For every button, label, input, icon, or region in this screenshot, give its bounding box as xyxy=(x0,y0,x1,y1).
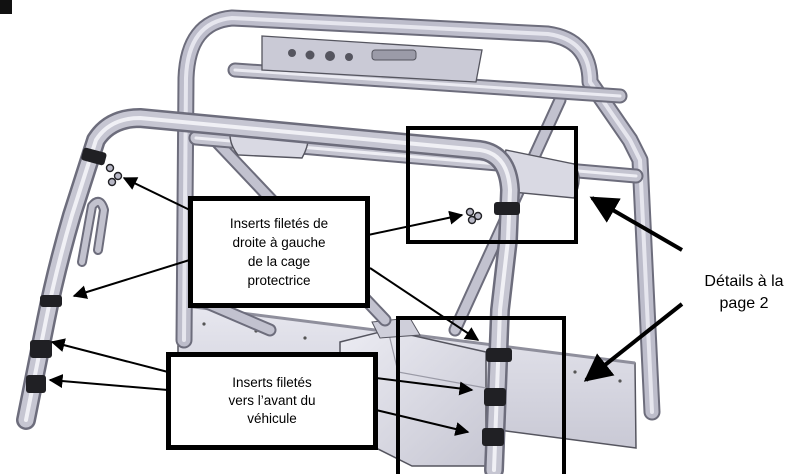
callout-right-left-line-4: protectrice xyxy=(247,273,311,289)
arrow-to-left-upper-insert xyxy=(122,177,197,214)
corner-marker xyxy=(0,0,12,14)
callout-right-left-inserts: Inserts filetés de droite à gauche de la… xyxy=(188,196,370,308)
arrow-to-right-upper-insert xyxy=(367,210,464,236)
detail-frame-upper xyxy=(406,126,578,244)
harness-bar-plate xyxy=(261,35,483,83)
callout-front-line-2: vers l’avant du xyxy=(228,392,316,408)
front-hoop xyxy=(16,108,520,474)
arrow-to-right-front-insert-1 xyxy=(375,377,474,396)
arrow-to-right-lower-insert xyxy=(369,267,480,341)
insert-bolts xyxy=(105,163,483,225)
callout-front-line-3: véhicule xyxy=(247,411,297,427)
callout-right-left-line-1: Inserts filetés de xyxy=(229,215,329,231)
callout-front-inserts: Inserts filetés vers l’avant du véhicule xyxy=(166,352,378,450)
callout-arrows xyxy=(48,177,684,436)
callout-right-left-line-2: droite à gauche xyxy=(232,234,326,250)
clamps xyxy=(26,147,520,446)
arrow-to-left-front-insert-1 xyxy=(50,338,169,373)
detail-frame-lower xyxy=(396,316,566,474)
arrow-to-right-front-insert-2 xyxy=(375,409,470,436)
arrow-to-detail-upper xyxy=(589,196,684,252)
callout-right-left-line-3: de la cage xyxy=(247,254,311,269)
detail-label-line-2: page 2 xyxy=(719,295,769,313)
arrow-to-left-lower-insert xyxy=(72,257,197,299)
callout-front-line-1: Inserts filetés xyxy=(232,374,312,390)
detail-label-line-1: Détails à la xyxy=(704,273,784,290)
detail-page-label: Détails à la page 2 xyxy=(676,271,812,315)
arrow-to-detail-lower xyxy=(583,302,684,382)
arrow-to-left-front-insert-2 xyxy=(48,374,169,391)
